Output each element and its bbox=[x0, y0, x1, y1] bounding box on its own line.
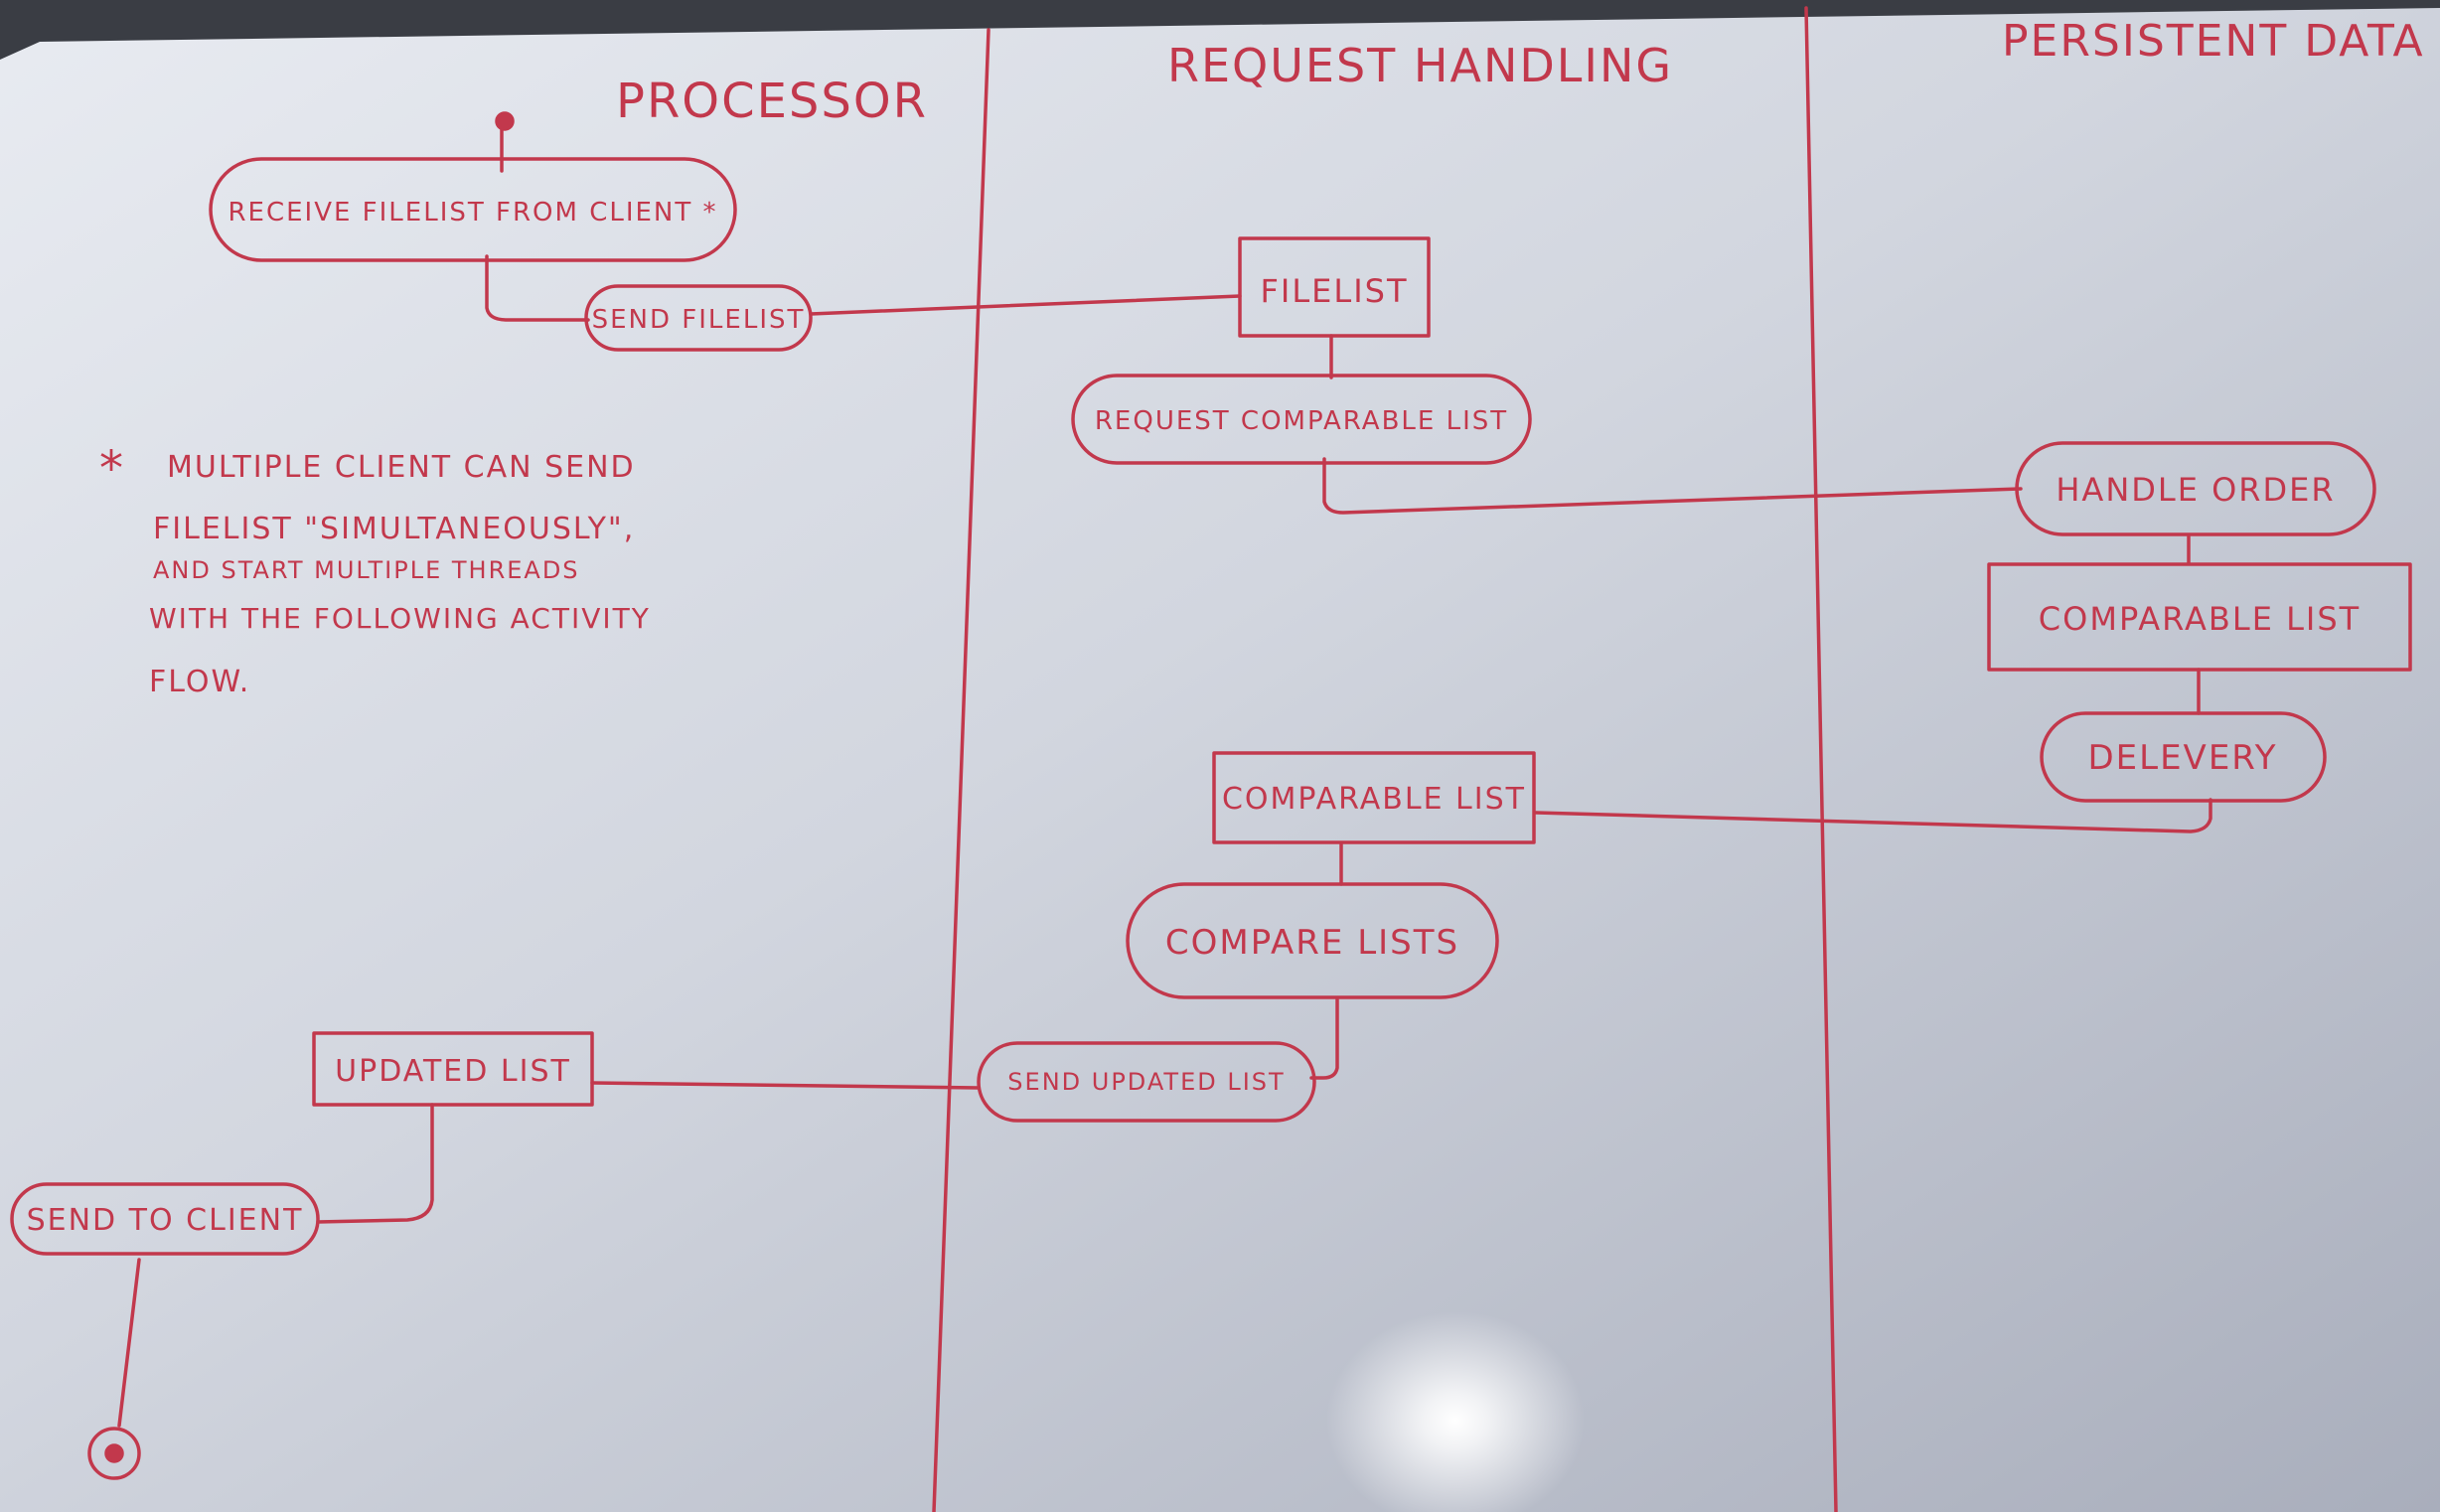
label-handle-order: HANDLE ORDER bbox=[2056, 471, 2335, 509]
action-request-comparable-list bbox=[1071, 374, 1532, 465]
light-glare bbox=[1326, 1311, 1585, 1512]
label-delivery: DELEVERY bbox=[2087, 738, 2277, 778]
note-asterisk: * bbox=[99, 441, 125, 497]
action-compare-lists bbox=[1126, 882, 1499, 999]
object-filelist bbox=[1238, 236, 1431, 338]
label-filelist-object: FILELIST bbox=[1260, 272, 1408, 310]
connector-send-updated-to-updated-list bbox=[590, 1081, 981, 1090]
lane-divider-2 bbox=[1804, 6, 1838, 1512]
label-comparable-list-rh: COMPARABLE LIST bbox=[1222, 782, 1526, 817]
label-updated-list: UPDATED LIST bbox=[335, 1054, 571, 1089]
action-send-to-client bbox=[10, 1182, 320, 1256]
action-receive-filelist bbox=[209, 157, 737, 262]
note-line: AND START MULTIPLE THREADS bbox=[153, 556, 580, 584]
connector-send-to-filelist bbox=[809, 294, 1242, 316]
connector-compare-to-send-updated bbox=[1309, 997, 1339, 1080]
label-send-to-client: SEND TO CLIENT bbox=[27, 1203, 304, 1238]
label-comparable-list-pd: COMPARABLE LIST bbox=[2039, 600, 2361, 638]
end-node-outer-icon bbox=[87, 1427, 141, 1480]
end-node-inner-icon bbox=[104, 1443, 124, 1463]
board-surface bbox=[0, 8, 2440, 1512]
action-handle-order bbox=[2015, 441, 2376, 536]
connector-updated-list-to-send-client bbox=[316, 1103, 434, 1224]
connector-receive-to-send bbox=[485, 254, 590, 322]
object-comparable-list-pd bbox=[1987, 562, 2412, 672]
action-send-updated-list bbox=[977, 1041, 1316, 1123]
note-line: MULTIPLE CLIENT CAN SEND bbox=[167, 450, 636, 485]
label-send-updated-list: SEND UPDATED LIST bbox=[1007, 1068, 1285, 1096]
connector-request-to-handle bbox=[1322, 457, 2023, 515]
object-updated-list bbox=[312, 1031, 594, 1107]
action-delivery bbox=[2040, 711, 2327, 803]
object-comparable-list-rh bbox=[1212, 751, 1536, 844]
lane-divider-1 bbox=[932, 28, 991, 1512]
label-compare-lists: COMPARE LISTS bbox=[1165, 923, 1459, 963]
label-send-filelist: SEND FILELIST bbox=[592, 305, 806, 335]
connector-send-client-to-end bbox=[117, 1258, 141, 1428]
label-receive-filelist: RECEIVE FILELIST FROM CLIENT * bbox=[228, 198, 717, 227]
lane-title-persistent-data: PERSISTENT DATA bbox=[2002, 16, 2425, 67]
note-line: FLOW. bbox=[149, 665, 250, 699]
label-request-comparable-list: REQUEST COMPARABLE LIST bbox=[1095, 406, 1508, 436]
lane-title-processor: PROCESSOR bbox=[616, 74, 928, 129]
action-send-filelist bbox=[584, 284, 813, 352]
connector-delivery-to-comparable-rh bbox=[1534, 798, 2212, 833]
start-node-icon bbox=[495, 111, 515, 131]
note-line: WITH THE FOLLOWING ACTIVITY bbox=[149, 602, 651, 635]
lane-title-request-handling: REQUEST HANDLING bbox=[1167, 39, 1673, 92]
note-line: FILELIST "SIMULTANEOUSLY", bbox=[153, 512, 635, 546]
